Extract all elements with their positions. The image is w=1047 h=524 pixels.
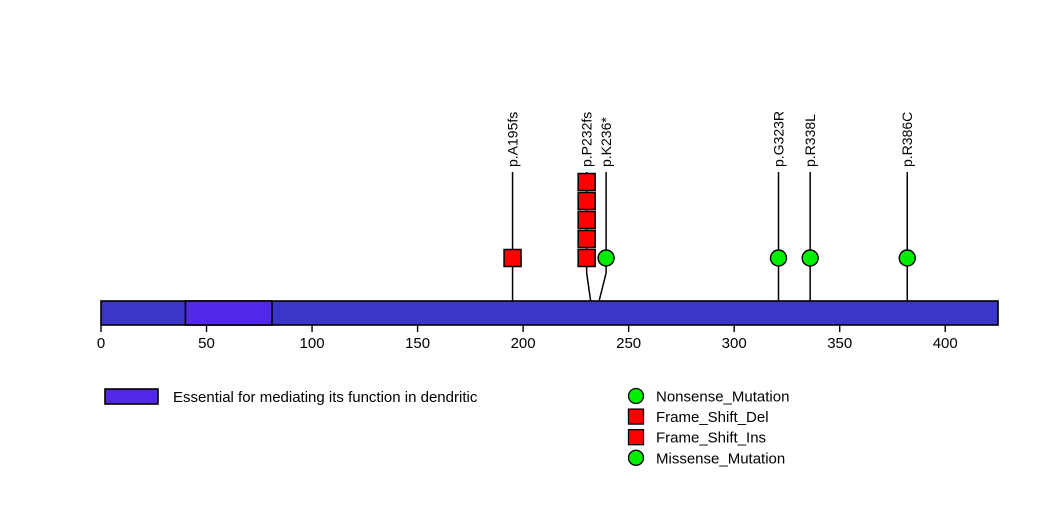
- mutation-marker-square[interactable]: [577, 229, 596, 249]
- domain-legend-label: Essential for mediating its function in …: [173, 389, 478, 406]
- axis-tick-label: 350: [827, 335, 852, 352]
- mutation-legend-label: Missense_Mutation: [656, 450, 785, 467]
- domain-region-0[interactable]: [184, 300, 273, 326]
- protein-domain-track: [100, 300, 999, 326]
- axis-tick-label: 50: [198, 335, 215, 352]
- mutation-legend-circle: [627, 387, 645, 405]
- axis-tick-label: 100: [300, 335, 325, 352]
- domain-legend-swatch: [104, 388, 159, 405]
- mutation-marker-square[interactable]: [577, 191, 596, 211]
- mutation-label: p.R338L: [802, 114, 818, 167]
- mutation-label: p.A195fs: [505, 112, 521, 167]
- mutation-marker-circle[interactable]: [898, 249, 916, 267]
- residue-axis: 0 50 100 150 200 250 300 350 400: [97, 325, 958, 352]
- legend: Essential for mediating its function in …: [104, 387, 789, 467]
- axis-tick-label: 150: [405, 335, 430, 352]
- mutation-legend-label: Nonsense_Mutation: [656, 389, 789, 406]
- axis-tick-label: 300: [722, 335, 747, 352]
- mutation-marker-circle[interactable]: [597, 249, 615, 267]
- mutation-legend-label: Frame_Shift_Ins: [656, 430, 766, 447]
- mutation-legend-square: [627, 429, 645, 446]
- mutation-marker-square[interactable]: [577, 210, 596, 230]
- mutation-label: p.G323R: [771, 111, 787, 167]
- mutation-label: p.K236*: [598, 117, 614, 167]
- mutation-marker-circle[interactable]: [769, 249, 788, 267]
- mutation-legend-square: [627, 408, 645, 425]
- mutation-legend-label: Frame_Shift_Del: [656, 409, 769, 426]
- mutation-markers: [503, 172, 916, 268]
- mutation-marker-square[interactable]: [503, 248, 522, 268]
- mutation-marker-square[interactable]: [577, 172, 596, 192]
- mutation-label: p.P232fs: [579, 112, 595, 167]
- axis-tick-label: 200: [511, 335, 536, 352]
- axis-tick-label: 0: [97, 335, 105, 352]
- axis-tick-label: 250: [616, 335, 641, 352]
- mutation-stem: [598, 172, 607, 302]
- axis-tick-label: 400: [933, 335, 958, 352]
- mutation-label: p.R386C: [899, 112, 915, 167]
- mutation-legend-circle: [627, 449, 645, 466]
- mutation-marker-square[interactable]: [577, 248, 596, 268]
- mutation-marker-circle[interactable]: [801, 249, 819, 267]
